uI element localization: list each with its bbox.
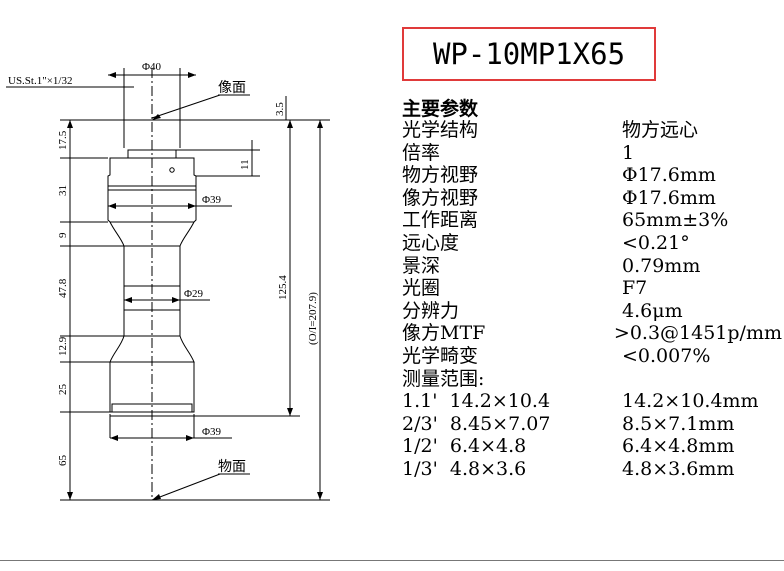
dia-top-label: Φ40 [142,61,162,73]
range-value: 14.2×10.4mm [622,390,759,413]
spec-key: 光学结构 [402,119,479,141]
spec-value: 65mm±3% [622,209,729,232]
spec-row: 光圈 F7 [402,277,782,300]
spec-key: 光学畸变 [402,344,479,367]
image-plane-label: 像面 [218,80,246,96]
range-row: 2/3' 8.45×7.07 8.5×7.1mm [402,413,782,436]
spec-row: 物方视野 Φ17.6mm [402,164,782,187]
spec-value: >0.3@1451p/mm [613,322,782,345]
range-key: 2/3' 8.45×7.07 [402,412,551,435]
spec-key: 倍率 [402,141,441,164]
dia-39-upper-label: Φ39 [202,194,222,206]
bottom-divider [0,560,784,561]
range-heading: 测量范围: [402,368,782,391]
range-key: 1.1' 14.2×10.4 [402,390,551,413]
spec-row: 远心度 <0.21° [402,232,782,255]
spec-value: 0.79mm [622,254,701,277]
spec-row: 像方MTF >0.3@1451p/mm [402,322,782,345]
spec-key: 远心度 [402,231,460,254]
spec-value: F7 [622,277,648,300]
narrow-barrel [123,245,181,337]
spec-row: 景深 0.79mm [402,255,782,278]
spec-value: <0.007% [622,344,711,367]
range-row: 1/2' 6.4×4.8 6.4×4.8mm [402,435,782,458]
dim-12-9: 12.9 [57,336,69,356]
spec-row: 像方视野 Φ17.6mm [402,187,782,210]
range-key: 1/2' 6.4×4.8 [402,435,527,458]
dim-65: 65 [57,455,69,467]
dimension-arrows [67,72,323,500]
dim-11: 11 [239,159,251,170]
spec-value: 1 [622,141,635,164]
range-row: 1/3' 4.8×3.6 4.8×3.6mm [402,458,782,481]
dim-25: 25 [57,384,69,396]
spec-key: 物方视野 [402,164,479,187]
range-label: 测量范围: [402,367,485,390]
spec-value: Φ17.6mm [622,164,716,187]
spec-value: 物方远心 [622,119,699,141]
range-row: 1.1' 14.2×10.4 14.2×10.4mm [402,390,782,413]
model-title-box: WP-10MP1X65 [402,27,656,81]
dim-9: 9 [57,232,69,238]
dia-39-lower-label: Φ39 [202,426,222,438]
spec-row: 光学畸变 <0.007% [402,345,782,368]
model-title: WP-10MP1X65 [432,37,626,71]
spec-value: Φ17.6mm [622,186,716,209]
dim-17-5: 17.5 [57,130,69,150]
spec-row: 倍率 1 [402,142,782,165]
thread-label: US.St.1"×1/32 [8,75,73,87]
range-key: 1/3' 4.8×3.6 [402,457,527,480]
spec-value: <0.21° [622,231,690,254]
range-value: 4.8×3.6mm [622,457,735,480]
dim-125-4: 125.4 [277,275,289,300]
spec-key: 像方MTF [402,322,486,345]
range-value: 6.4×4.8mm [622,435,735,458]
lens-drawing: US.St.1"×1/32 Φ40 像面 3.5 17.5 11 31 Φ39 … [6,61,330,501]
spec-row: 工作距离 65mm±3% [402,209,782,232]
dim-31: 31 [57,185,69,196]
dim-total: (O/I=207.9) [307,292,319,345]
spec-value: 4.6μm [622,299,683,322]
range-value: 8.5×7.1mm [622,412,735,435]
spec-key: 景深 [402,254,441,277]
spec-key: 像方视野 [402,186,479,209]
spec-row: 光学结构 物方远心 [402,119,782,142]
spec-key: 工作距离 [402,209,479,232]
dim-47-8: 47.8 [57,278,69,298]
object-plane-label: 物面 [218,459,246,475]
spec-table: 主要参数 光学结构 物方远心 倍率 1 物方视野 Φ17.6mm 像方视野 Φ17.6m… [402,99,782,481]
spec-key: 光圈 [402,277,441,300]
spec-key: 分辨力 [402,299,460,322]
spec-row: 分辨力 4.6μm [402,300,782,323]
dia-29-label: Φ29 [184,288,204,300]
spec-heading: 主要参数 [402,98,479,120]
dim-3-5: 3.5 [274,102,286,116]
